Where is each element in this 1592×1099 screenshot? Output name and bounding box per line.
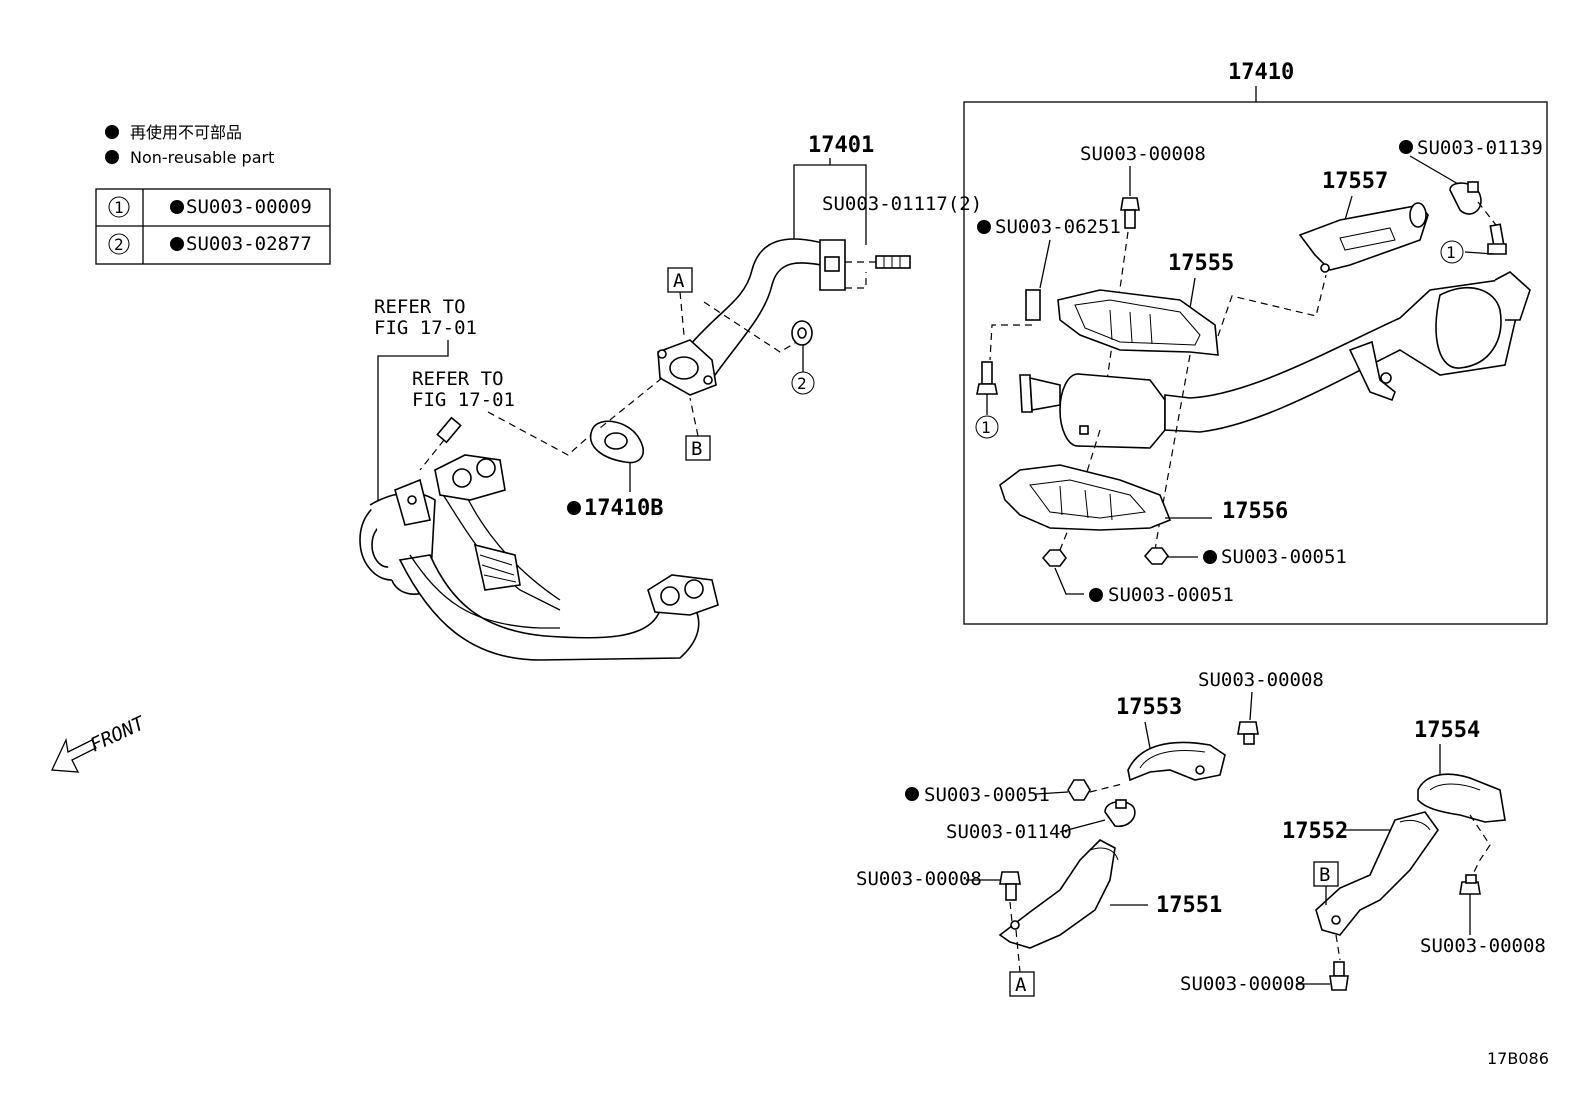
callout-B-top: B <box>685 397 711 461</box>
gasket-17410B: 17410B <box>567 377 663 521</box>
nut-su003-00051-right-label: SU003-00051 <box>1221 546 1347 568</box>
clamp-icon <box>1449 181 1482 215</box>
front-pipe-17401: 17401 SU003-01117(2) <box>657 133 982 396</box>
stud-su003-06251-label: SU003-06251 <box>995 216 1121 238</box>
bolt-top-icon <box>1120 197 1140 229</box>
bolt-b-icon <box>999 871 1021 901</box>
circle-2-label: 2 <box>797 374 807 393</box>
legend-part-1: SU003-00009 <box>186 196 312 218</box>
heat-shield-17553-group: SU003-00008 17553 SU003-00051 SU003-0114… <box>905 669 1324 843</box>
refer-note-2a: REFER TO <box>412 368 504 390</box>
refer-notes: REFER TO FIG 17-01 REFER TO FIG 17-01 <box>374 296 515 500</box>
heat-shield-17552-17554-group: 17554 17552 B SU003-00008 SU003-00008 <box>1180 718 1546 995</box>
callout-A-top: A <box>667 267 693 336</box>
bolt-su003-00008-b-label: SU003-00008 <box>856 868 982 890</box>
heat-shield-17555 <box>1057 289 1219 356</box>
part-17554-label: 17554 <box>1414 718 1480 743</box>
circle-1b-label: 1 <box>1446 243 1456 262</box>
refer-note-2b: FIG 17-01 <box>412 389 515 411</box>
front-arrow: FRONT <box>51 712 150 773</box>
nut-su003-00051-bottom-label: SU003-00051 <box>1108 584 1234 606</box>
bolt-su003-00008-c-label: SU003-00008 <box>1420 935 1546 957</box>
bolt-a-icon <box>1237 721 1259 745</box>
clamp-su003-01139-label: SU003-01139 <box>1417 137 1543 159</box>
legend-part-2: SU003-02877 <box>186 233 312 255</box>
legend-num-1: 1 <box>114 198 124 217</box>
legend-jp-note: 再使用不可部品 <box>130 123 242 142</box>
heat-shield-17551-group: SU003-00008 17551 A <box>856 839 1222 997</box>
callout-B-label: B <box>691 438 702 460</box>
bolt-right-icon <box>1487 223 1507 255</box>
part-17557-label: 17557 <box>1322 169 1388 194</box>
part-17551-label: 17551 <box>1156 893 1222 918</box>
catalytic-converter-pipe <box>1019 271 1531 449</box>
clamp-su003-01140-label: SU003-01140 <box>946 821 1072 843</box>
heat-shield-17557 <box>1298 202 1429 273</box>
callout-A-label: A <box>673 270 685 292</box>
stud-su003-01117-label: SU003-01117(2) <box>822 193 982 215</box>
refer-note-1a: REFER TO <box>374 296 466 318</box>
non-reusable-dot-icon <box>105 150 119 164</box>
bolt-left-icon <box>976 361 998 395</box>
part-17552-label: 17552 <box>1282 819 1348 844</box>
refer-note-1b: FIG 17-01 <box>374 317 477 339</box>
non-reusable-dot-icon <box>105 125 119 139</box>
nut-su003-00051-c-label: SU003-00051 <box>924 784 1050 806</box>
nut-right-icon <box>1143 547 1169 565</box>
legend: 再使用不可部品 Non-reusable part 1 SU003-00009 … <box>95 123 331 265</box>
legend-table: 1 SU003-00009 2 SU003-02877 <box>95 188 331 265</box>
bolt-su003-00008-a-label: SU003-00008 <box>1198 669 1324 691</box>
legend-num-2: 2 <box>114 235 124 254</box>
legend-en-note: Non-reusable part <box>130 148 274 167</box>
nut-ref-2: 2 <box>703 301 815 395</box>
front-label: FRONT <box>87 712 150 757</box>
nut-bottom-icon <box>1041 549 1067 567</box>
bolt-su003-00008-top-label: SU003-00008 <box>1080 143 1206 165</box>
circle-1a-label: 1 <box>981 418 991 437</box>
part-17555-label: 17555 <box>1168 251 1234 276</box>
part-17553-label: 17553 <box>1116 695 1182 720</box>
diagram-ref-code: 17B086 <box>1487 1049 1549 1068</box>
assembly-17410-box: 17410 SU003-00008 SU003-06251 1 17555 <box>963 60 1548 625</box>
part-17556-label: 17556 <box>1222 499 1288 524</box>
part-17410-label: 17410 <box>1228 60 1294 85</box>
callout-B2-label: B <box>1319 864 1330 886</box>
part-17401-label: 17401 <box>808 133 874 158</box>
exhaust-manifold-assembly <box>359 416 719 661</box>
bolt-d-icon <box>1329 961 1349 991</box>
bolt-c-icon <box>1459 874 1481 895</box>
clamp-01140-icon <box>1104 799 1136 828</box>
callout-A2-label: A <box>1015 974 1027 996</box>
part-17410B-label: 17410B <box>584 496 663 521</box>
bolt-su003-00008-d-label: SU003-00008 <box>1180 973 1306 995</box>
heat-shield-17556 <box>999 464 1172 531</box>
nut-c-icon <box>1067 779 1091 801</box>
